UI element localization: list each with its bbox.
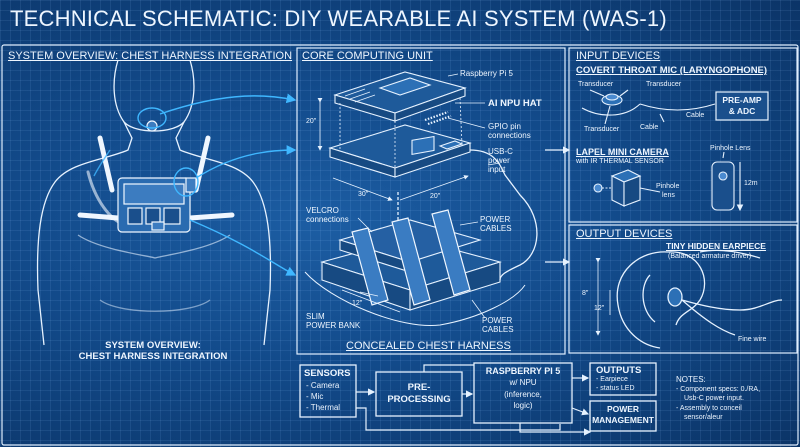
preamp-box-outline (715, 91, 769, 121)
slim-power-bank-label-2: POWER BANK (306, 321, 361, 330)
cable-label-2: Cable (686, 112, 705, 119)
usbc-label-3: input (488, 165, 506, 174)
camera-drawing (593, 151, 744, 212)
ear-dimension-lines (595, 258, 611, 336)
dim-height: 20" (306, 118, 317, 125)
flow-arrows (356, 364, 592, 436)
sensor-thermal: - Thermal (306, 403, 341, 412)
notes-line-1: - Component specs: 0./RA, (676, 386, 761, 393)
notes-line-2: Usb-C power input. (684, 395, 744, 402)
output-status-led: - status LED (596, 385, 635, 392)
harness-pad (304, 271, 526, 327)
outer-frame (1, 44, 799, 446)
pi-board (328, 110, 472, 178)
dim-camera: 12m (744, 180, 758, 187)
power-mgmt-label-2: MANAGEMENT (592, 415, 654, 425)
power-cables-label-1b: CABLES (480, 224, 512, 233)
ear-dim-2: 12" (594, 305, 605, 312)
output-section-frame (568, 224, 798, 354)
sensor-camera: - Camera (306, 381, 340, 390)
rpi-block-label-4: logic) (513, 401, 533, 410)
camera-sub-label: with IR THERMAL SENSOR (576, 158, 664, 165)
overview-heading: SYSTEM OVERVIEW: CHEST HARNESS INTEGRATI… (8, 50, 293, 62)
fine-wire-label: Fine wire (738, 336, 767, 343)
dim-width: 30" (358, 191, 369, 198)
rpi-block-label-2: w/ NPU (509, 378, 537, 387)
preamp-label-2: & ADC (728, 106, 756, 116)
core-to-io-connectors (545, 146, 571, 266)
usbc-label-2: power (488, 156, 510, 165)
core-heading: CORE COMPUTING UNIT (302, 50, 433, 62)
preprocessing-label-2: PROCESSING (387, 394, 451, 405)
output-earpiece: - Earpiece (596, 376, 628, 383)
overview-caption-line1: SYSTEM OVERVIEW: (105, 340, 201, 351)
concealed-harness-label: CONCEALED CHEST HARNESS (346, 340, 511, 352)
throat-mic-drawing (581, 89, 716, 125)
ear-dim-1: 8" (582, 290, 589, 297)
throat-mic-label: COVERT THROAT MIC (LARYNGOPHONE) (576, 65, 768, 76)
core-leader-lines (357, 73, 501, 319)
power-cables-label-2b: CABLES (482, 325, 514, 334)
sensors-title: SENSORS (304, 368, 351, 379)
dim-bank: 12" (352, 300, 363, 307)
npu-hat-board (333, 71, 467, 122)
notes-line-4: sensor/aleur (684, 414, 723, 421)
preamp-label-1: PRE-AMP (722, 95, 762, 105)
overview-caption-line2: CHEST HARNESS INTEGRATION (78, 351, 228, 362)
cable-label-1: Cable (640, 124, 659, 131)
preprocessing-label-1: PRE- (407, 382, 431, 393)
power-cables-label-2a: POWER (482, 316, 513, 325)
npu-hat-label: AI NPU HAT (488, 98, 542, 109)
raspberry-pi-label: Raspberry Pi 5 (460, 69, 513, 78)
input-heading: INPUT DEVICES (576, 50, 661, 62)
gpio-label-1: GPIO pin (488, 122, 521, 131)
pinhole-label-2: lens (662, 192, 675, 199)
dim-depth: 20" (430, 193, 441, 200)
overview-callout-circles (137, 107, 199, 197)
transducer-label-3: Transducer (584, 126, 620, 133)
core-section-frame (296, 47, 566, 355)
velcro-straps (351, 209, 471, 306)
notes-title: NOTES: (676, 375, 706, 384)
earpiece-label: TINY HIDDEN EARPIECE (666, 241, 766, 251)
pinhole-lens-top-label: Pinhole Lens (710, 145, 751, 152)
earpiece-sub-label: (Balanced armature driver) (668, 253, 752, 260)
power-mgmt-label-1: POWER (606, 404, 640, 414)
page-title: TECHNICAL SCHEMATIC: DIY WEARABLE AI SYS… (10, 6, 667, 31)
output-heading: OUTPUT DEVICES (576, 228, 673, 240)
sensor-mic: - Mic (306, 392, 324, 401)
outputs-title: OUTPUTS (596, 365, 642, 376)
rpi-block-label-1: RASPBERRY PI 5 (485, 366, 561, 376)
overview-callout-arrows (93, 93, 297, 276)
transducer-label-1: Transducer (578, 81, 614, 88)
notes-line-3: - Assembly to conceil (676, 405, 742, 412)
input-section-frame (568, 47, 798, 223)
slim-power-bank-label-1: SLIM (306, 312, 325, 321)
core-cables (397, 149, 538, 281)
usbc-label-1: USB-C (488, 147, 513, 156)
power-cables-label-1a: POWER (480, 215, 511, 224)
rpi-block-label-3: (inference, (504, 390, 542, 399)
flow-boxes (299, 362, 657, 432)
gpio-label-2: connections (488, 131, 531, 140)
pinhole-label-1: Pinhole (656, 183, 680, 190)
ear-drawing (616, 249, 783, 349)
transducer-label-2: Transducer (646, 81, 682, 88)
core-dimension-lines (317, 98, 469, 313)
camera-label: LAPEL MINI CAMERA (576, 147, 669, 157)
velcro-label-1: VELCRO (306, 206, 339, 215)
harness-device (117, 120, 197, 233)
velcro-label-2: connections (306, 215, 349, 224)
